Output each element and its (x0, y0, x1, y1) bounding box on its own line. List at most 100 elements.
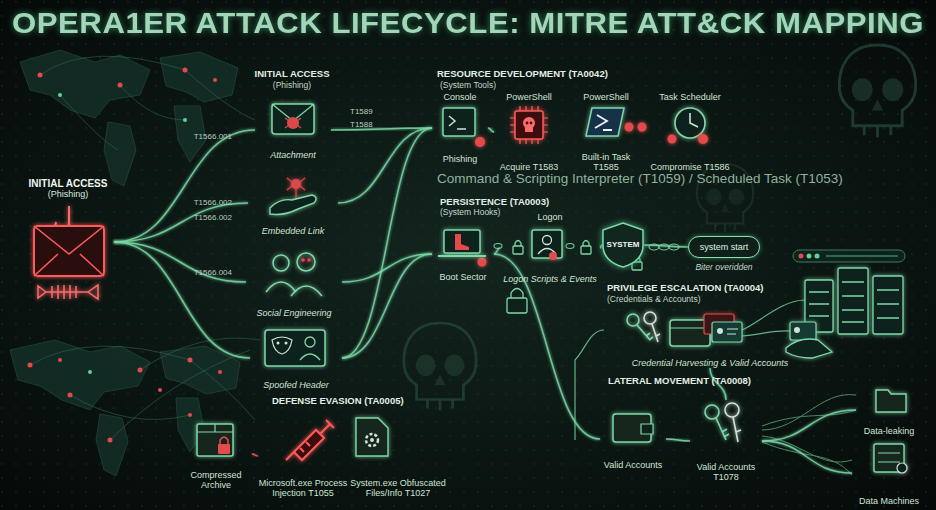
connector-line (564, 131, 568, 133)
attachment-icon (285, 118, 301, 128)
credential-icons (627, 312, 832, 358)
technique-icon: Social Engineering (246, 246, 342, 318)
fanout-wires (762, 410, 856, 426)
social-engineering-icon (266, 253, 322, 296)
node-caption: Acquire T1583 (500, 162, 558, 172)
map-hotspot (138, 368, 143, 373)
status-bar (793, 250, 905, 262)
world-map (10, 50, 240, 476)
skull-marker (478, 258, 487, 267)
persistence-icon: LogonLogon Scripts & Events (500, 212, 600, 284)
node-caption: Microsoft.exe Process Injection T1055 (258, 478, 348, 498)
node-caption: SYSTEM (607, 241, 640, 250)
social-engineering-icon (297, 253, 315, 271)
logon-icon (532, 230, 562, 260)
tactic-heading: DEFENSE EVASION (TA0005) (272, 395, 404, 406)
connector-line (331, 128, 432, 130)
node-caption: (Phishing) (48, 189, 89, 199)
node-caption: Social Engineering (256, 308, 331, 318)
connector-line (494, 254, 600, 439)
lock-icon (513, 246, 523, 254)
node-caption: Embedded Link (262, 226, 325, 236)
keys-icon (705, 403, 741, 442)
boot-sector-icon (438, 230, 486, 256)
node-caption: Phishing (443, 154, 478, 164)
map-hotspot (28, 363, 33, 368)
map-hotspot (213, 78, 217, 82)
syringe-icon (286, 420, 334, 460)
archive-icon (220, 437, 228, 444)
social-engineering-icon (266, 282, 296, 292)
account-icon: Valid Accounts (600, 408, 666, 470)
acquire-chip-icon (526, 122, 529, 125)
map-hotspot (183, 68, 188, 73)
console-icon (443, 108, 475, 136)
status-bar (807, 254, 812, 259)
status-bar (815, 254, 820, 259)
node-caption: Built-in Task T1585 (568, 152, 644, 172)
connector-line (494, 248, 500, 254)
map-hotspot (88, 370, 92, 374)
keys-icon (716, 418, 729, 440)
tactic-heading: PRIVILEGE ESCALATION (TA0004) (607, 282, 763, 293)
node-caption: Data Machines (859, 496, 919, 506)
fanout-wires (762, 395, 856, 475)
skull-marker (668, 135, 677, 144)
fanout-wires (762, 442, 852, 475)
tool-icon: PowerShellAcquire T1583 (494, 92, 564, 172)
credential-icons (786, 339, 832, 358)
console-icon (443, 108, 475, 136)
archive-icon (197, 424, 233, 456)
technique-icon: Spoofed Header (250, 326, 342, 390)
obfuscated-doc-icon (356, 418, 388, 456)
spoofed-header-icon (277, 342, 280, 345)
node-caption: Spoofed Header (263, 380, 329, 390)
server-rack (838, 268, 868, 334)
embedded-link-icon (287, 178, 305, 198)
scheduler-clock-icon (690, 113, 698, 127)
acquire-chip-icon (523, 117, 535, 129)
persistence-icon: Boot Sector (432, 226, 494, 282)
node-caption: Task Scheduler (659, 92, 721, 102)
connector-line (600, 245, 602, 248)
world-map (104, 122, 136, 186)
wallet-icon (613, 414, 653, 442)
evasion-icon: System.exe Obfuscated Files/Info T1027 (350, 414, 446, 498)
lock-icon (581, 246, 591, 254)
logon-icon (549, 252, 557, 260)
technique-icon: Embedded Link (248, 170, 338, 236)
connector-line (252, 454, 258, 456)
status-bar (793, 250, 905, 262)
credential-icons (790, 322, 816, 340)
connector-line (762, 410, 856, 441)
shield-node: SYSTEM (602, 222, 644, 268)
entry-node: INITIAL ACCESS(Phishing) (22, 178, 114, 306)
node-caption: Compromise T1586 (651, 162, 730, 172)
node-caption: Boot Sector (439, 272, 486, 282)
map-hotspot (188, 413, 192, 417)
annotation-text: (Phishing) (273, 80, 311, 90)
skull-marker (698, 134, 708, 144)
spoofed-header-icon (300, 354, 320, 360)
tactic-heading: INITIAL ACCESS (255, 68, 330, 79)
node-caption: PowerShell (506, 92, 552, 102)
phishing-envelope (34, 206, 104, 299)
credential-wires (575, 330, 604, 440)
acquire-chip-icon (525, 128, 533, 132)
credential-icons (727, 329, 738, 334)
annotation-text: Command & Scripting Interpreter (T1059) … (437, 171, 843, 186)
node-caption: Valid Accounts T1078 (690, 462, 762, 482)
map-links (40, 56, 255, 150)
phishing-envelope (34, 226, 104, 276)
phishing-envelope (38, 285, 98, 299)
obfuscated-doc-icon (356, 418, 388, 456)
world-map (160, 52, 238, 102)
evasion-icon: Compressed Archive (180, 418, 252, 490)
powershell-icon (586, 108, 624, 136)
pill-node: system start (688, 236, 760, 258)
skull-watermark (839, 45, 915, 137)
embedded-link-icon (270, 178, 316, 214)
